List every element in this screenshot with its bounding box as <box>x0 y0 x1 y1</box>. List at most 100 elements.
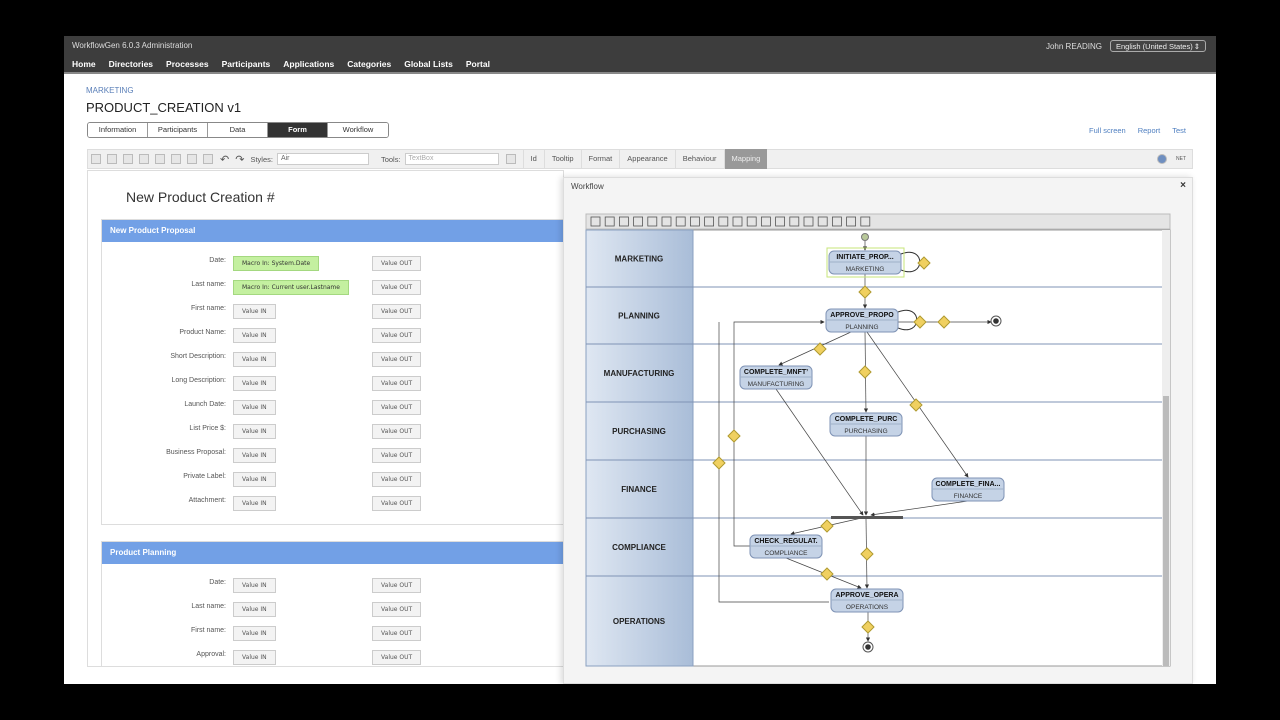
rows-tool-icon[interactable] <box>860 216 871 227</box>
columns-tool-icon[interactable] <box>846 216 857 227</box>
value-in-field[interactable]: Value IN <box>233 352 276 367</box>
value-in-field[interactable]: Macro In: Current user.Lastname <box>233 280 349 295</box>
hand-tool-icon[interactable] <box>661 216 672 227</box>
copy-icon[interactable] <box>139 154 149 164</box>
value-in-field[interactable]: Value IN <box>233 578 276 593</box>
tab-form[interactable]: Form <box>268 123 328 137</box>
eraser-tool-icon[interactable] <box>633 216 643 227</box>
condition-diamond[interactable] <box>858 365 872 379</box>
value-in-field[interactable]: Value IN <box>233 328 276 343</box>
branch-tool-icon[interactable] <box>704 216 715 227</box>
cut-icon[interactable] <box>155 154 165 164</box>
paste-icon[interactable] <box>123 154 133 164</box>
pan-tool-icon[interactable] <box>831 216 842 227</box>
select-icon[interactable] <box>171 154 181 164</box>
value-out-field[interactable]: Value OUT <box>372 424 422 439</box>
nav-categories[interactable]: Categories <box>347 59 392 69</box>
condition-diamond[interactable] <box>937 315 951 329</box>
value-out-field[interactable]: Value OUT <box>372 472 422 487</box>
start-node[interactable] <box>861 233 869 241</box>
condition-diamond[interactable] <box>860 547 874 561</box>
condition-diamond[interactable] <box>858 285 872 299</box>
styles-select[interactable]: Air <box>276 153 369 165</box>
diamond-tool-icon[interactable] <box>732 216 743 227</box>
globe-icon[interactable] <box>1157 154 1167 164</box>
zoom-out-tool-icon[interactable] <box>817 216 828 227</box>
condition-diamond[interactable] <box>727 429 741 443</box>
pointer-tool-icon[interactable] <box>619 216 629 227</box>
print-tool-icon[interactable] <box>604 216 615 227</box>
test-link[interactable]: Test <box>1172 126 1186 135</box>
save-tool-icon[interactable] <box>590 216 601 227</box>
transition-line[interactable] <box>870 500 969 517</box>
circle-tool-icon[interactable] <box>718 216 729 227</box>
scrollbar-thumb[interactable] <box>1163 396 1169 666</box>
value-in-field[interactable]: Value IN <box>233 304 276 319</box>
value-in-field[interactable]: Value IN <box>233 602 276 617</box>
redo-icon[interactable]: ↷ <box>235 153 245 166</box>
property-tab-id[interactable]: Id <box>522 149 544 169</box>
net-icon[interactable]: NET <box>1176 156 1186 162</box>
report-link[interactable]: Report <box>1137 126 1161 135</box>
value-out-field[interactable]: Value OUT <box>372 256 422 271</box>
format-icon[interactable] <box>187 154 197 164</box>
property-tab-tooltip[interactable]: Tooltip <box>543 149 581 169</box>
value-in-field[interactable]: Value IN <box>233 424 276 439</box>
condition-diamond[interactable] <box>861 620 875 634</box>
value-in-field[interactable]: Value IN <box>233 650 276 665</box>
text-t-tool-icon[interactable] <box>789 216 800 227</box>
undo-icon[interactable]: ↶ <box>220 153 230 166</box>
transition-line[interactable] <box>718 322 829 603</box>
value-out-field[interactable]: Value OUT <box>372 280 422 295</box>
nav-global-lists[interactable]: Global Lists <box>404 59 453 69</box>
value-out-field[interactable]: Value OUT <box>372 650 422 665</box>
value-out-field[interactable]: Value OUT <box>372 448 422 463</box>
close-icon[interactable]: × <box>1180 180 1186 191</box>
print-icon[interactable] <box>203 154 213 164</box>
tab-data[interactable]: Data <box>208 123 268 137</box>
property-tab-appearance[interactable]: Appearance <box>619 149 674 169</box>
breadcrumb[interactable]: MARKETING <box>86 86 134 95</box>
value-out-field[interactable]: Value OUT <box>372 602 422 617</box>
value-out-field[interactable]: Value OUT <box>372 578 422 593</box>
value-out-field[interactable]: Value OUT <box>372 626 422 641</box>
language-select[interactable]: English (United States)⇕ <box>1110 40 1206 52</box>
value-in-field[interactable]: Value IN <box>233 472 276 487</box>
full-screen-link[interactable]: Full screen <box>1089 126 1126 135</box>
property-tab-behaviour[interactable]: Behaviour <box>674 149 724 169</box>
nav-processes[interactable]: Processes <box>166 59 209 69</box>
zoom-in-tool-icon[interactable] <box>803 216 814 227</box>
condition-diamond[interactable] <box>820 567 834 581</box>
text-a-tool-icon[interactable] <box>775 216 786 227</box>
tab-participants[interactable]: Participants <box>148 123 208 137</box>
lane-header[interactable] <box>585 229 694 288</box>
lane-header[interactable] <box>585 286 694 345</box>
swimlane-tool-icon[interactable] <box>675 216 686 227</box>
person-tool-icon[interactable] <box>647 216 658 227</box>
condition-diamond[interactable] <box>909 398 923 412</box>
condition-diamond[interactable] <box>917 256 931 270</box>
end-tool-icon[interactable] <box>760 216 771 227</box>
lane-header[interactable] <box>585 575 694 667</box>
value-out-field[interactable]: Value OUT <box>372 400 422 415</box>
nav-home[interactable]: Home <box>72 59 96 69</box>
tab-workflow[interactable]: Workflow <box>328 123 388 137</box>
action-node[interactable]: CHECK_REGULAT.COMPLIANCE <box>749 534 823 559</box>
condition-diamond[interactable] <box>813 342 827 356</box>
action-node[interactable]: COMPLETE_FINA...FINANCE <box>931 477 1005 502</box>
value-out-field[interactable]: Value OUT <box>372 304 422 319</box>
condition-diamond[interactable] <box>913 315 927 329</box>
value-out-field[interactable]: Value OUT <box>372 496 422 511</box>
fork-tool-icon[interactable] <box>746 216 757 227</box>
property-tab-format[interactable]: Format <box>580 149 620 169</box>
value-in-field[interactable]: Value IN <box>233 448 276 463</box>
lane-header[interactable] <box>585 517 694 577</box>
lane-header[interactable] <box>585 401 694 461</box>
value-in-field[interactable]: Value IN <box>233 376 276 391</box>
add-tool-icon[interactable] <box>505 154 516 164</box>
nav-directories[interactable]: Directories <box>108 59 154 69</box>
nav-portal[interactable]: Portal <box>465 59 490 69</box>
